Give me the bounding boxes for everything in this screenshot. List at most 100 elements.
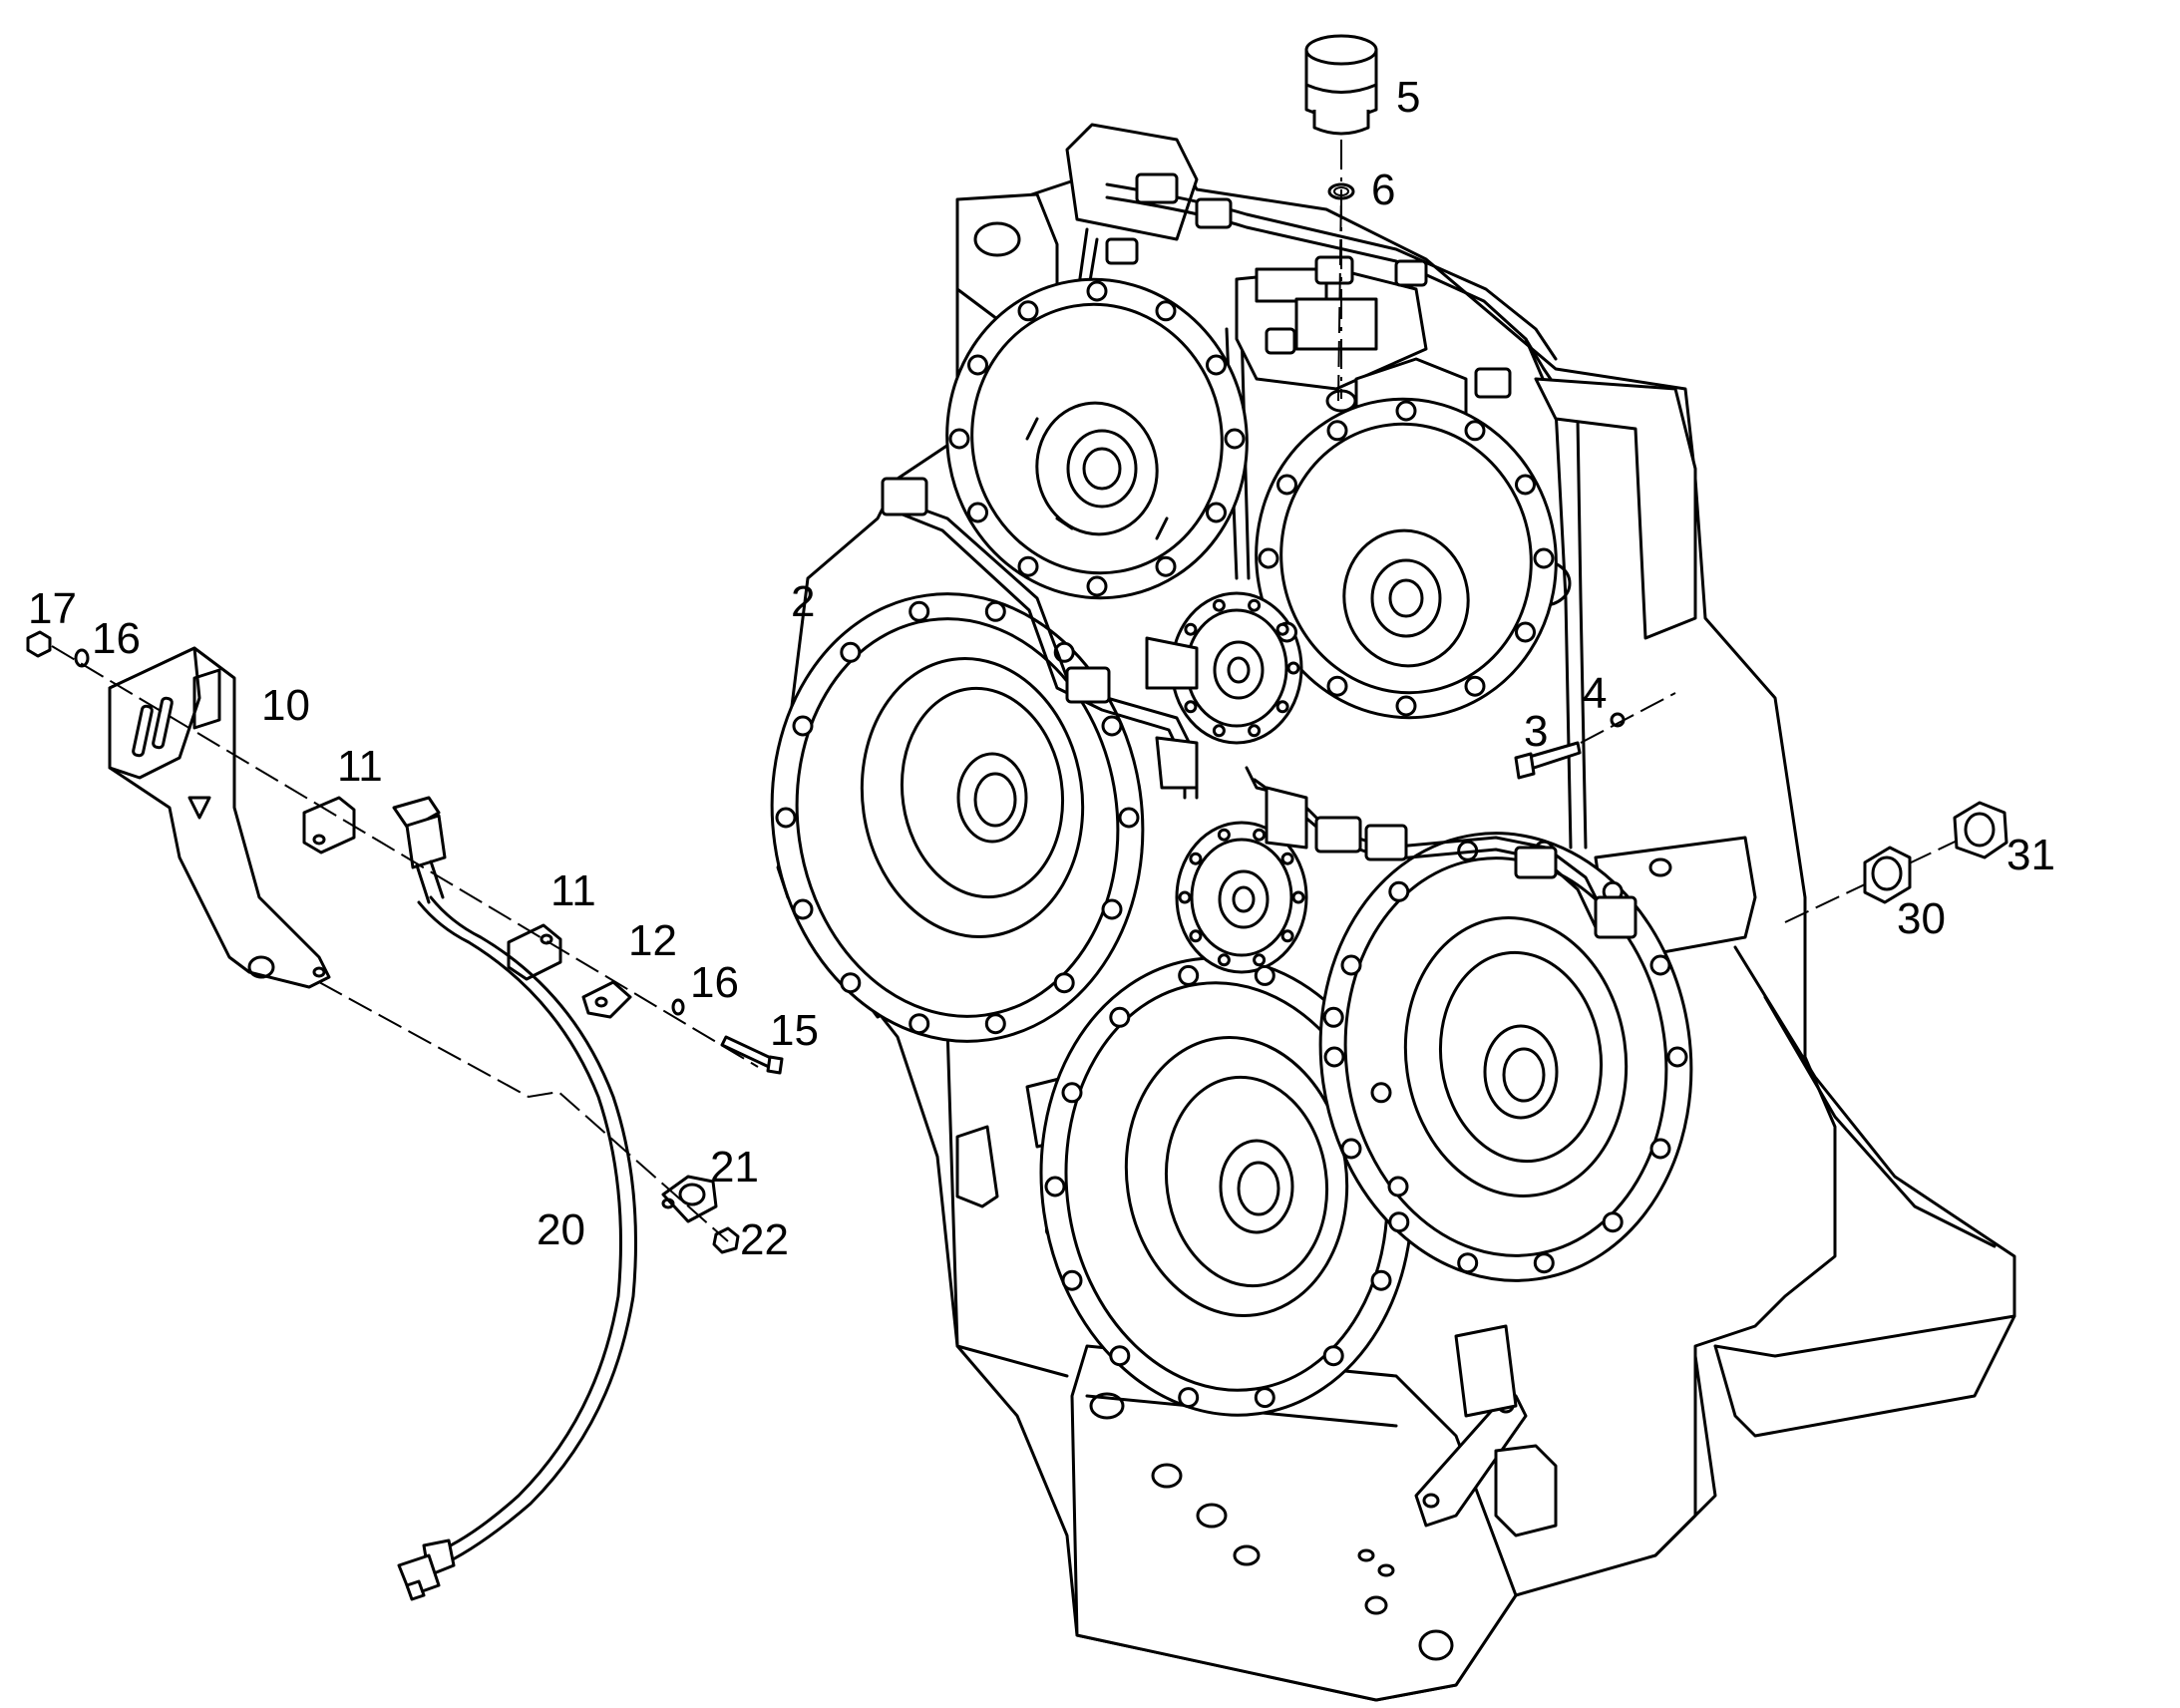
bolt-head — [1017, 555, 1039, 577]
bolt-head — [1515, 621, 1536, 643]
bolt-head — [1053, 972, 1075, 994]
callout-3: 3 — [1524, 707, 1548, 756]
bolt-head — [792, 715, 814, 737]
bolt-head — [1217, 953, 1231, 967]
bolt-head — [1387, 1176, 1409, 1197]
callout-22: 22 — [740, 1215, 789, 1264]
bolt-head — [1155, 300, 1177, 322]
bolt-head — [1118, 807, 1140, 829]
callout-21: 21 — [710, 1143, 759, 1192]
bolt-head — [1248, 598, 1262, 612]
washer-item-16a — [74, 648, 90, 668]
bolt-head — [1395, 695, 1417, 717]
bolt-head — [1254, 964, 1275, 986]
bolt-head — [1275, 622, 1289, 636]
flange-small-lower — [1175, 821, 1308, 974]
bolt-circles — [775, 280, 1688, 1409]
bolt-item-3 — [1514, 741, 1582, 780]
leader-3-4 — [1580, 692, 1676, 744]
bolt-head — [1109, 1345, 1131, 1367]
bolt-head — [1086, 575, 1108, 597]
bolt-head — [1101, 715, 1123, 737]
bolt-head — [1212, 598, 1226, 612]
plug-item-30 — [1863, 846, 1912, 904]
bolt-head — [908, 1013, 930, 1035]
bolt-head — [1388, 1211, 1410, 1233]
bolt-head — [792, 898, 814, 920]
bolt-head — [1370, 1082, 1392, 1104]
bolt-head — [1322, 1345, 1344, 1367]
bolt-head — [775, 807, 797, 829]
clamp-item-21 — [661, 1175, 718, 1223]
flange-left-large — [770, 592, 1145, 1043]
oil-lines — [881, 477, 1637, 939]
bolt-head — [1280, 929, 1294, 943]
callout-2: 2 — [791, 577, 815, 626]
callout-16b: 16 — [690, 958, 739, 1007]
bolt-head — [1206, 502, 1227, 523]
bolt-head — [1253, 828, 1267, 842]
bolt-head — [948, 428, 970, 450]
bolt-head — [908, 600, 930, 622]
bolt-head — [1533, 1252, 1555, 1274]
bolt-head — [1323, 1046, 1345, 1068]
bolt-head — [1248, 724, 1262, 738]
callout-10: 10 — [261, 681, 310, 730]
callout-31: 31 — [2006, 831, 2055, 879]
bolt-head — [1326, 420, 1348, 442]
flange-small-upper — [1170, 591, 1303, 745]
bolt-head — [1184, 622, 1198, 636]
bolt-head — [1224, 428, 1246, 450]
bolt-head — [1178, 890, 1192, 904]
bolt-head — [984, 600, 1006, 622]
callout-6: 6 — [1371, 166, 1395, 214]
bolt-head — [1395, 400, 1417, 422]
callout-20: 20 — [537, 1205, 585, 1254]
bolt-head — [1086, 280, 1108, 302]
clip-item-11a — [302, 796, 356, 854]
bolt-head — [1515, 474, 1536, 496]
bolt-head — [1253, 953, 1267, 967]
callout-30: 30 — [1897, 894, 1946, 943]
flange-lower-right — [1318, 832, 1693, 1282]
callout-11a: 11 — [337, 742, 383, 791]
bolt-head — [1280, 852, 1294, 865]
bolt-head — [1101, 898, 1123, 920]
bolt-head — [1184, 700, 1198, 714]
bolt-head — [1061, 1269, 1083, 1291]
bolt-head — [1370, 1269, 1392, 1291]
bolt-head — [967, 502, 988, 523]
flange-lower-center — [1039, 956, 1414, 1417]
callout-16a: 16 — [92, 614, 141, 663]
callout-12: 12 — [628, 916, 677, 965]
bolt-head — [1326, 675, 1348, 697]
bolt-head — [1602, 1211, 1624, 1233]
bolt-head — [840, 641, 862, 663]
callout-15: 15 — [770, 1006, 819, 1055]
bolt-head — [1533, 547, 1555, 569]
bolt-head — [1464, 675, 1486, 697]
bolt-head — [1340, 1138, 1362, 1160]
bolt-head — [1322, 1006, 1344, 1028]
bolt-head — [1258, 547, 1279, 569]
bolt-head — [1457, 1252, 1479, 1274]
bolt-head — [1044, 1176, 1066, 1197]
bolt-head — [984, 1013, 1006, 1035]
bolt-head — [1178, 1387, 1200, 1409]
breather-cap — [1304, 34, 1378, 136]
callout-4: 4 — [1583, 669, 1607, 718]
plug-item-31 — [1953, 801, 2008, 859]
bolt-head — [1649, 1138, 1671, 1160]
bolt-head — [1276, 474, 1297, 496]
bolt-head — [1217, 828, 1231, 842]
bolt-head — [1388, 880, 1410, 902]
callout-17: 17 — [28, 584, 77, 633]
bolt-head — [967, 354, 988, 376]
callout-labels: 2 3 4 5 6 10 11 11 12 15 16 16 17 20 21 … — [28, 73, 2055, 1264]
bolt-head — [1286, 661, 1300, 675]
bolt-head — [1291, 890, 1305, 904]
bolt-head — [1206, 354, 1227, 376]
nut-item-17 — [26, 630, 52, 658]
bolt-head — [1178, 964, 1200, 986]
assembly-leaders — [51, 188, 1342, 1242]
